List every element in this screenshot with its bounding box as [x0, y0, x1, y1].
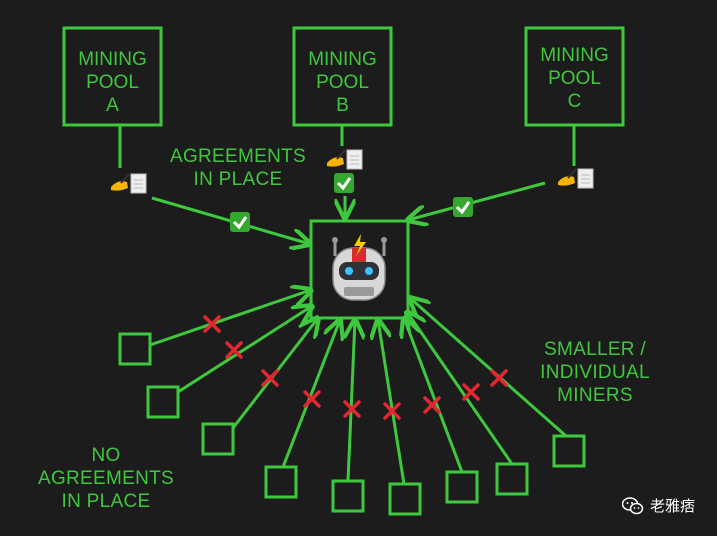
miner-5-arrow: [348, 320, 355, 482]
pool-c-label: MINING POOL C: [540, 45, 609, 112]
miner-7-arrow: [404, 318, 464, 473]
miner-box: [201, 422, 235, 456]
miner-box: [146, 385, 180, 419]
miner-box: [552, 434, 586, 468]
pool-a-agreement-icon: [111, 173, 147, 194]
red-x-icon: [423, 396, 441, 414]
miner-box: [118, 332, 152, 366]
miner-6-arrow: [378, 320, 406, 485]
miner-box: [445, 470, 479, 504]
miner-box: [495, 462, 529, 496]
miner-box: [264, 465, 298, 499]
watermark: 老雅痞: [621, 495, 695, 516]
red-x-icon: [343, 400, 361, 418]
pool-c-agreement-icon: [558, 168, 594, 189]
robot-icon: [332, 234, 387, 301]
pool-a-box: [62, 26, 163, 127]
pool-b-check-icon: [334, 173, 354, 193]
red-x-icon: [303, 390, 321, 408]
agreements-in-place-label: AGREEMENTS IN PLACE: [169, 146, 307, 190]
miner-box: [331, 479, 365, 513]
miner-1-arrow: [149, 290, 311, 347]
wechat-icon: [621, 496, 644, 514]
small-miners: [118, 332, 586, 516]
red-x-icon: [203, 315, 221, 333]
miner-9-arrow: [410, 298, 567, 438]
no-agreements-label: NO AGREEMENTS IN PLACE: [37, 445, 175, 512]
red-x-icon: [383, 402, 401, 420]
smaller-miners-label: SMALLER / INDIVIDUAL MINERS: [540, 339, 650, 406]
miner-box: [388, 482, 422, 516]
red-x-icon: [490, 369, 508, 387]
red-x-icon: [225, 341, 243, 359]
red-x-icon: [261, 369, 279, 387]
reject-marks: [203, 315, 508, 420]
miner-2-arrow: [177, 306, 312, 394]
pool-a-label: MINING POOL A: [78, 49, 147, 116]
watermark-text: 老雅痞: [649, 498, 695, 515]
miner-8-arrow: [407, 312, 514, 465]
pool-c-arrow: [408, 181, 546, 220]
red-x-icon: [462, 383, 480, 401]
pool-b-agreement-icon: [327, 149, 363, 170]
miner-4-arrow: [281, 320, 340, 468]
pool-b-label: MINING POOL B: [308, 49, 377, 116]
pool-a-check-icon: [230, 212, 250, 232]
pool-c-check-icon: [453, 197, 473, 217]
